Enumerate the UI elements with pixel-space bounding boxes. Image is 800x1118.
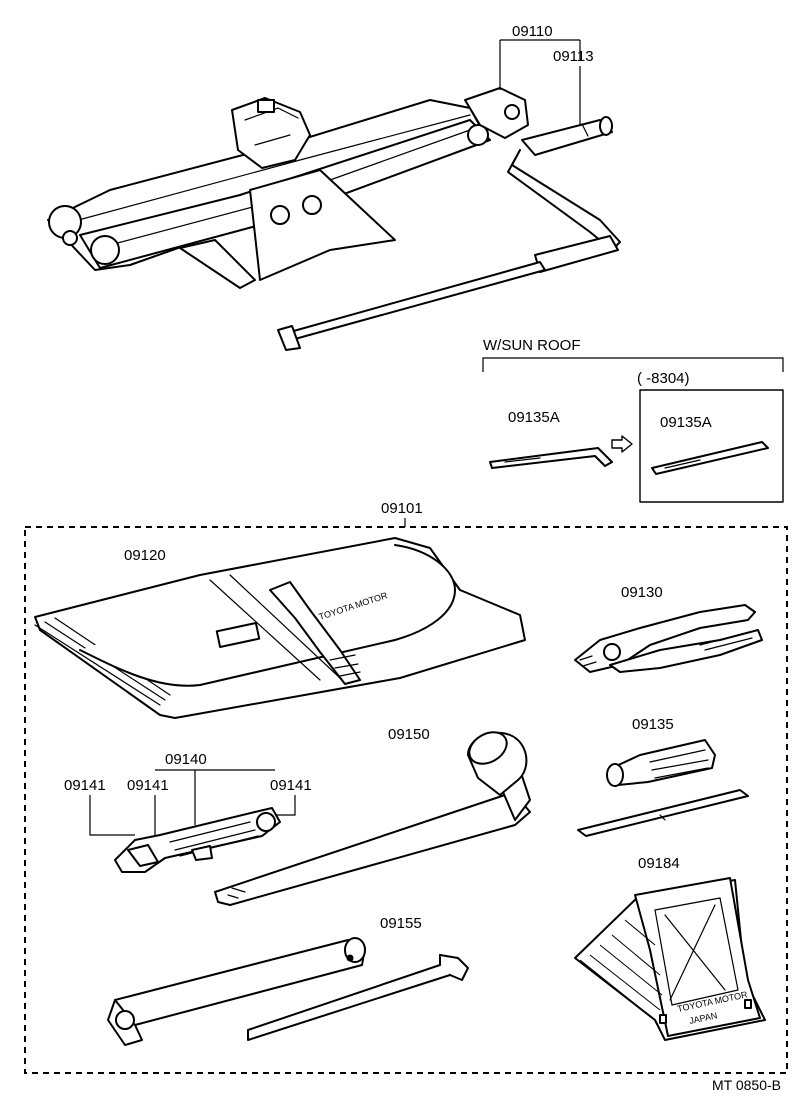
label-09141-a: 09141	[64, 777, 106, 794]
tool-kit-border	[24, 526, 788, 1074]
lug-wrench	[214, 731, 531, 906]
label-09113: 09113	[553, 48, 594, 65]
sun-roof-tool-left	[489, 447, 613, 469]
label-09140: 09140	[165, 751, 207, 768]
label-date-range: ( -8304)	[637, 370, 690, 387]
diagram-code: MT 0850-B	[712, 1077, 781, 1093]
label-09130: 09130	[621, 584, 663, 601]
label-09135: 09135	[632, 716, 674, 733]
leader-09141	[89, 795, 296, 840]
label-09184: 09184	[638, 855, 680, 872]
label-09120: 09120	[124, 547, 166, 564]
label-09135a-right: 09135A	[660, 414, 712, 431]
label-sun-roof: W/SUN ROOF	[483, 337, 581, 354]
label-09155: 09155	[380, 915, 422, 932]
spark-plug-wrench	[107, 937, 469, 1046]
leader-09110	[499, 39, 581, 90]
hollow-arrow-right-icon	[611, 435, 633, 453]
leader-09140	[155, 769, 275, 825]
label-09135a-left: 09135A	[508, 409, 560, 426]
sun-roof-tool-right	[651, 441, 769, 475]
label-09150: 09150	[388, 726, 430, 743]
sun-roof-bracket	[482, 357, 784, 372]
label-09110: 09110	[512, 23, 553, 40]
pliers	[574, 604, 763, 673]
label-09141-b: 09141	[127, 777, 169, 794]
label-09141-c: 09141	[270, 777, 312, 794]
screwdriver	[577, 739, 749, 837]
wheel-chock: TOYOTA MOTOR JAPAN	[574, 877, 766, 1041]
tool-bag: TOYOTA MOTOR	[34, 537, 526, 719]
jack-handle	[277, 116, 621, 351]
label-09101: 09101	[381, 500, 423, 517]
scissor-jack	[47, 87, 529, 289]
wrench-set	[114, 807, 281, 873]
